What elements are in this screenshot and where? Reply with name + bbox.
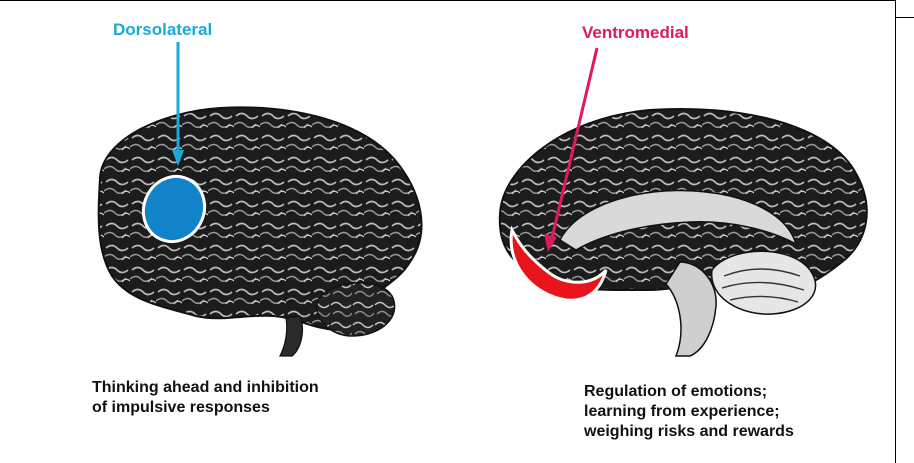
ventromedial-label: Ventromedial: [582, 23, 689, 43]
medial-brain-illustration: [500, 48, 867, 356]
lateral-brainstem-shape: [280, 316, 302, 356]
right-caption-line-1: Regulation of emotions;: [584, 382, 794, 402]
left-caption-line-2: of impulsive responses: [92, 398, 319, 418]
right-caption-line-3: weighing risks and rewards: [584, 422, 794, 442]
lateral-cerebellum-shape: [317, 283, 395, 336]
right-caption: Regulation of emotions; learning from ex…: [584, 382, 794, 442]
left-caption: Thinking ahead and inhibition of impulsi…: [92, 378, 319, 418]
lateral-brain-illustration: [99, 42, 422, 356]
dorsolateral-label: Dorsolateral: [113, 20, 212, 40]
right-caption-line-2: learning from experience;: [584, 402, 794, 422]
left-caption-line-1: Thinking ahead and inhibition: [92, 378, 319, 398]
